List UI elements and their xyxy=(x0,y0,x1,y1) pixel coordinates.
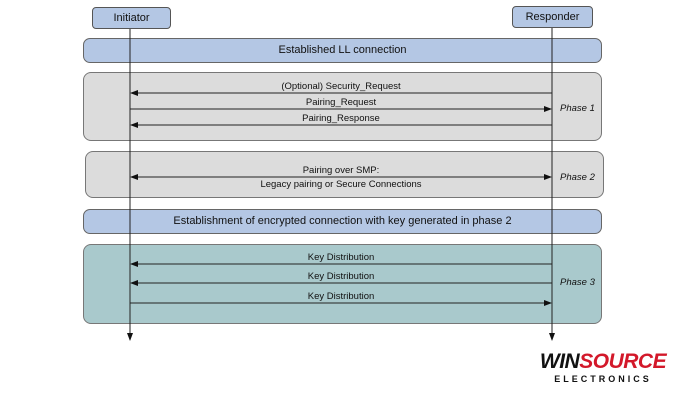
msg-pairing-request: Pairing_Request xyxy=(305,97,377,108)
msg-pairing-smp: Pairing over SMP: xyxy=(302,165,380,176)
logo-source: SOURCE xyxy=(579,350,667,373)
msg-key-dist-1: Key Distribution xyxy=(307,252,375,263)
msg-key-dist-2: Key Distribution xyxy=(307,271,375,282)
initiator-actor: Initiator xyxy=(92,7,171,29)
logo-electronics: ELECTRONICS xyxy=(554,374,652,384)
responder-actor: Responder xyxy=(512,6,593,28)
msg-security-request: (Optional) Security_Request xyxy=(281,81,401,92)
winsource-logo: WINSOURCE ELECTRONICS xyxy=(527,350,679,384)
logo-win: WIN xyxy=(539,350,580,373)
phase3-label: Phase 3 xyxy=(560,277,595,288)
phase3-box xyxy=(83,244,602,324)
encrypted-connection-bar: Establishment of encrypted connection wi… xyxy=(83,209,602,234)
phase2-label: Phase 2 xyxy=(560,172,595,183)
msg-pairing-response: Pairing_Response xyxy=(302,113,380,124)
phase1-box xyxy=(83,72,602,141)
msg-key-dist-3: Key Distribution xyxy=(307,291,375,302)
msg-pairing-type: Legacy pairing or Secure Connections xyxy=(260,179,422,190)
phase1-label: Phase 1 xyxy=(560,103,595,114)
ll-connection-bar: Established LL connection xyxy=(83,38,602,63)
